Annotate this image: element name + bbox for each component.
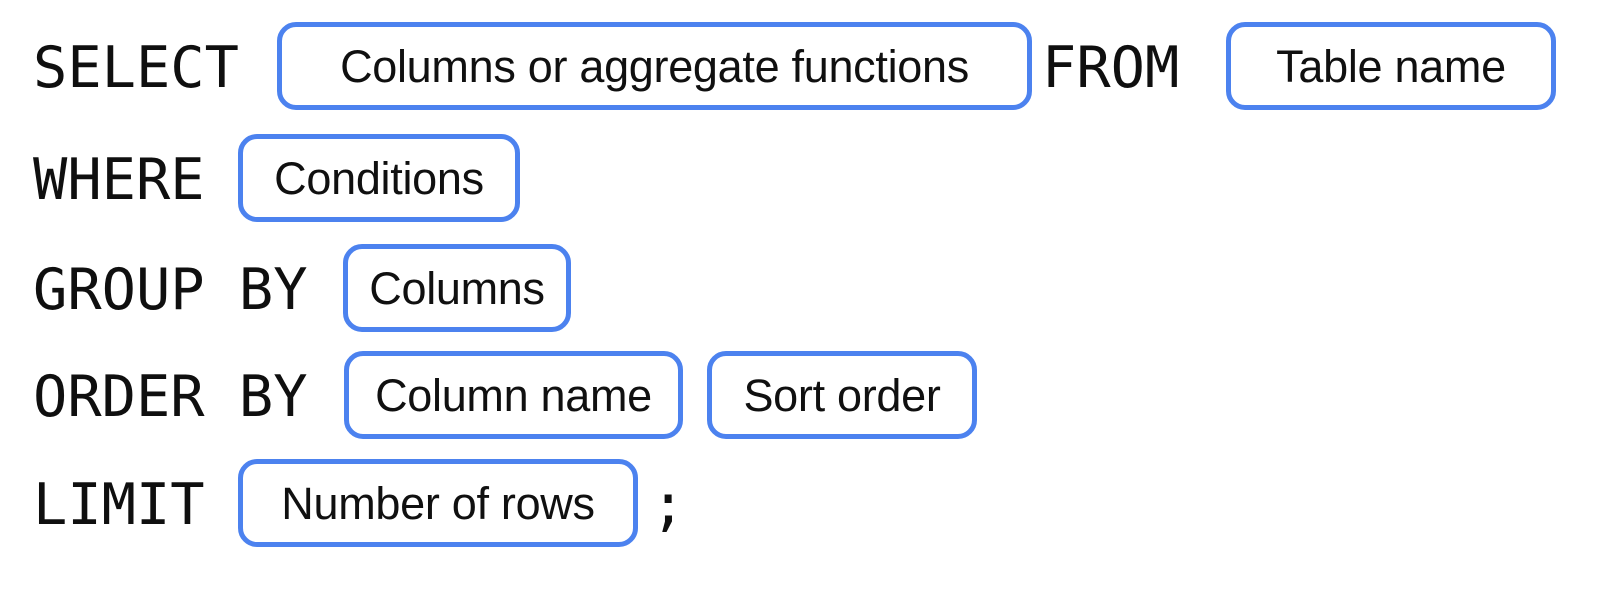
keyword-where: WHERE [33, 147, 205, 213]
slot-label-number-of-rows: Number of rows [281, 477, 595, 529]
sql-line-limit: LIMIT Number of rows ; [0, 455, 1600, 551]
slot-table-name[interactable]: Table name [1226, 22, 1556, 110]
slot-group-columns[interactable]: Columns [343, 244, 571, 332]
keyword-limit: LIMIT [33, 472, 205, 538]
slot-label-columns-or-aggregate-functions: Columns or aggregate functions [340, 40, 969, 92]
slot-label-sort-order: Sort order [743, 369, 941, 421]
slot-number-of-rows[interactable]: Number of rows [238, 459, 638, 547]
slot-label-table-name: Table name [1276, 40, 1506, 92]
keyword-group-by: GROUP BY [33, 257, 308, 323]
slot-conditions[interactable]: Conditions [238, 134, 520, 222]
sql-line-where: WHERE Conditions [0, 130, 1600, 226]
statement-terminator-semicolon: ; [651, 472, 686, 538]
slot-label-column-name: Column name [375, 369, 652, 421]
slot-label-group-columns: Columns [369, 262, 545, 314]
sql-line-order-by: ORDER BY Column name Sort order [0, 347, 1600, 443]
keyword-select: SELECT [33, 35, 239, 101]
slot-columns-or-aggregate-functions[interactable]: Columns or aggregate functions [277, 22, 1032, 110]
sql-line-select: SELECT Columns or aggregate functions FR… [0, 18, 1600, 114]
slot-sort-order[interactable]: Sort order [707, 351, 977, 439]
slot-column-name[interactable]: Column name [344, 351, 683, 439]
sql-line-group-by: GROUP BY Columns [0, 240, 1600, 336]
keyword-from: FROM [1042, 35, 1180, 101]
slot-label-conditions: Conditions [274, 152, 484, 204]
keyword-order-by: ORDER BY [33, 364, 308, 430]
